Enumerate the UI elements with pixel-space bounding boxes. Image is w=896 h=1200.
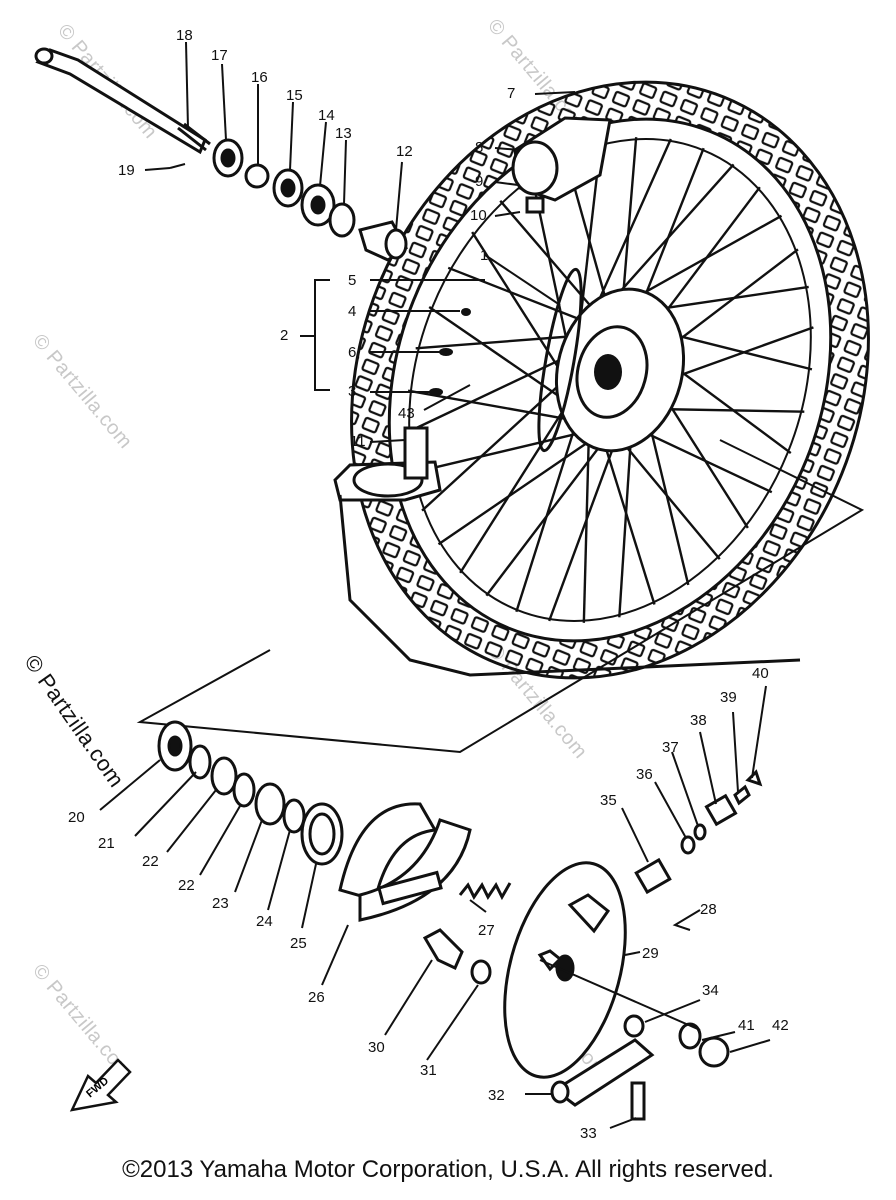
axle	[34, 47, 211, 155]
callout-number: 14	[318, 107, 335, 124]
spacer	[244, 163, 270, 189]
copyright-notice: ©2013 Yamaha Motor Corporation, U.S.A. A…	[122, 1156, 774, 1183]
callout-number: 34	[702, 982, 719, 999]
callout-number: 4	[348, 303, 356, 320]
callout-number: 3	[348, 383, 356, 400]
callout-number: 21	[98, 835, 115, 852]
spoke	[415, 334, 583, 350]
brake-arm	[552, 1038, 655, 1107]
callout-number: 11	[350, 433, 366, 450]
exploded-view-diagram: FWD 123456789101112131415161718192021222…	[34, 27, 870, 1142]
callout-number: 39	[720, 689, 737, 706]
leader-lines	[144, 41, 576, 443]
callout-number: 38	[690, 712, 707, 729]
leader-lines-lower	[99, 685, 771, 1129]
callout-number: 41	[738, 1017, 755, 1034]
callout-number: 27	[478, 922, 495, 939]
callout-number: 31	[420, 1062, 437, 1079]
callout-labels: 1234567891011121314151617181920212222232…	[68, 27, 789, 1142]
callout-number: 20	[68, 809, 85, 826]
spoke-nipples	[429, 308, 471, 396]
spoke	[459, 388, 578, 574]
callout-number: 30	[368, 1039, 385, 1056]
callout-number: 19	[118, 162, 135, 179]
brake-parts	[157, 720, 763, 1121]
callout-number: 32	[488, 1087, 505, 1104]
spoke	[515, 405, 583, 613]
spoke	[421, 369, 576, 512]
callout-number: 22	[142, 853, 159, 870]
callout-number: 29	[642, 945, 659, 962]
callout-number: 26	[308, 989, 325, 1006]
callout-number: 36	[636, 766, 653, 783]
callout-number: 23	[212, 895, 229, 912]
callout-number: 40	[752, 665, 769, 682]
callout-number: 17	[211, 47, 228, 64]
callout-number: 7	[507, 85, 515, 102]
callout-number: 18	[176, 27, 193, 44]
callout-number: 8	[475, 139, 483, 156]
callout-number: 22	[178, 877, 195, 894]
callout-number: 9	[475, 173, 483, 190]
spoke	[447, 266, 592, 325]
callout-number: 33	[580, 1125, 597, 1142]
callout-number: 37	[662, 739, 679, 756]
callout-number: 24	[256, 913, 273, 930]
callout-number: 25	[290, 935, 307, 952]
assembly-outline	[136, 439, 865, 754]
callout-number: 13	[335, 125, 352, 142]
callout-number: 6	[348, 344, 356, 361]
spoke-bracket	[300, 279, 485, 393]
wheel-assembly	[333, 80, 870, 680]
callout-number: 5	[348, 272, 356, 289]
callout-number: 16	[251, 69, 268, 86]
callout-number: 2	[280, 327, 288, 344]
hub	[537, 267, 686, 453]
callout-number: 42	[772, 1017, 789, 1034]
callout-number: 12	[396, 143, 413, 160]
callout-number: 10	[470, 207, 487, 224]
callout-number: 15	[286, 87, 303, 104]
fwd-arrow: FWD	[69, 1058, 132, 1112]
spoke	[406, 350, 578, 434]
tire-tube	[511, 116, 612, 214]
oil-seal	[328, 202, 356, 238]
callout-number: 35	[600, 792, 617, 809]
brake-shoe	[338, 802, 438, 902]
callout-number: 28	[700, 901, 717, 918]
callout-number: 1	[480, 247, 488, 264]
tire-section	[333, 426, 442, 502]
axle-parts	[212, 138, 408, 262]
callout-number: 43	[398, 405, 415, 422]
